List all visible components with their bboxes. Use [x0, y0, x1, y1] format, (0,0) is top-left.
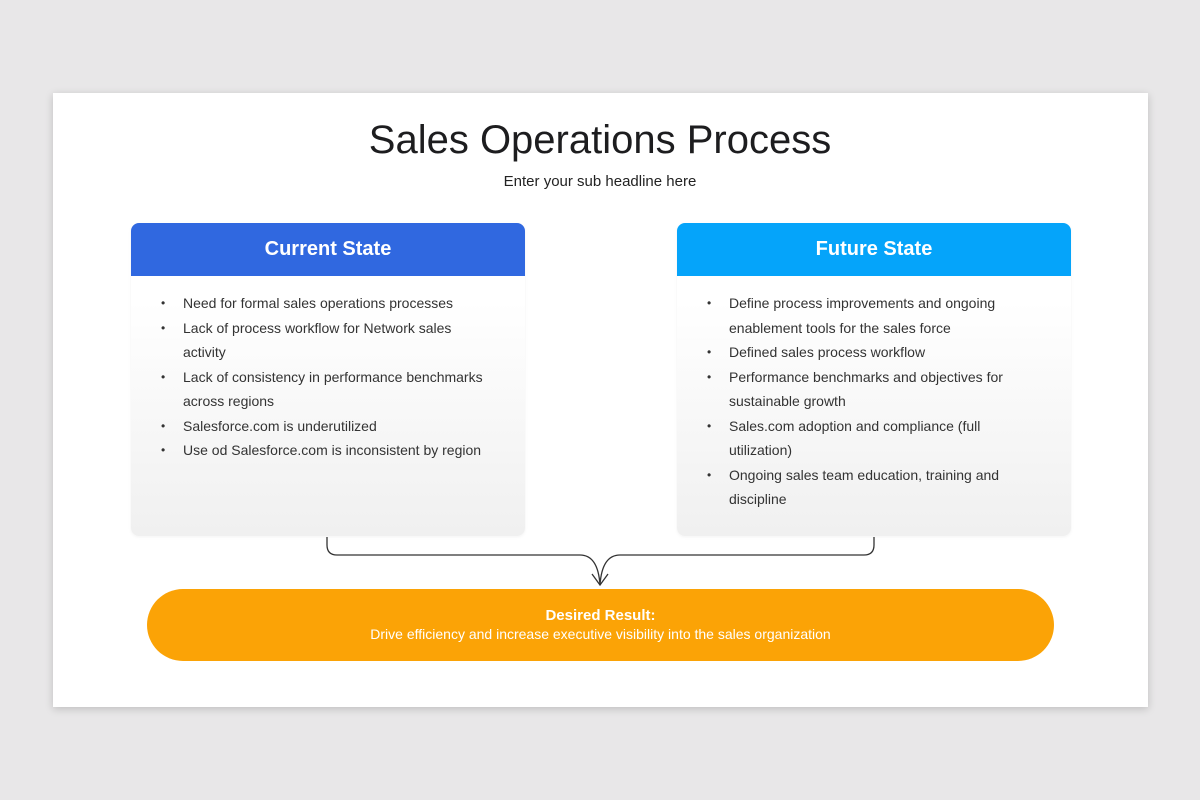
bullet-icon: •	[707, 296, 712, 310]
merge-bracket-line	[326, 537, 875, 586]
bullet-icon: •	[707, 418, 712, 433]
list-item-text: Salesforce.com is underutilized	[183, 417, 377, 434]
page-title: Sales Operations Process	[368, 118, 832, 162]
list-item-text: Use od Salesforce.com is inconsistent by…	[183, 442, 482, 458]
desired-result-banner: Desired Result: Drive efficiency and inc…	[147, 589, 1054, 661]
list-item: • Lack of consistency in performance benc…	[161, 365, 495, 414]
current-state-list: • Need for formal sales operations proces…	[131, 276, 525, 463]
bullet-icon: •	[161, 369, 166, 384]
bullet-icon: •	[161, 296, 166, 310]
list-item: • Lack of process workflow for Network sa…	[161, 316, 495, 365]
page-subtitle: Enter your sub headline here	[503, 173, 697, 190]
list-item-text: Defined sales process workflow	[729, 344, 926, 360]
list-item: • Define process improvements and ongoing…	[707, 291, 1041, 340]
list-item: • Ongoing sales team education, training …	[707, 463, 1041, 512]
bullet-icon: •	[161, 320, 166, 335]
list-item: • Performance benchmarks and objectives f…	[707, 365, 1041, 414]
list-item-text: Define process improvements and ongoing …	[729, 295, 996, 336]
list-item: • Need for formal sales operations proces…	[161, 291, 495, 316]
list-item-text: Need for formal sales operations process…	[183, 295, 454, 311]
future-state-list: • Define process improvements and ongoing…	[677, 276, 1071, 512]
desired-result-heading: Desired Result:	[545, 607, 656, 624]
current-state-header: Current State	[131, 223, 525, 276]
list-item: • Sales.com adoption and compliance (full…	[707, 414, 1041, 463]
bullet-icon: •	[707, 345, 712, 359]
list-item-text: Ongoing sales team education, training a…	[729, 466, 1000, 508]
future-state-card: Future State • Define process improvement…	[677, 223, 1071, 536]
bullet-icon: •	[161, 418, 166, 433]
list-item: • Defined sales process workflow	[707, 340, 1041, 365]
list-item: • Use od Salesforce.com is inconsistent b…	[161, 438, 495, 463]
list-item: • Salesforce.com is underutilized	[161, 414, 495, 439]
list-item-text: Performance benchmarks and objectives fo…	[729, 368, 1003, 410]
desired-result-text: Drive efficiency and increase executive …	[370, 626, 831, 642]
list-item-text: Lack of process workflow for Network sal…	[183, 319, 452, 361]
list-item-text: Sales.com adoption and compliance (full …	[729, 417, 981, 459]
current-state-card: Current State • Need for formal sales ope…	[131, 223, 525, 536]
bullet-icon: •	[161, 443, 166, 457]
down-arrow-icon	[591, 573, 609, 587]
list-item-text: Lack of consistency in performance bench…	[183, 368, 483, 410]
future-state-header: Future State	[677, 223, 1071, 276]
bullet-icon: •	[707, 467, 712, 482]
bullet-icon: •	[707, 369, 712, 384]
